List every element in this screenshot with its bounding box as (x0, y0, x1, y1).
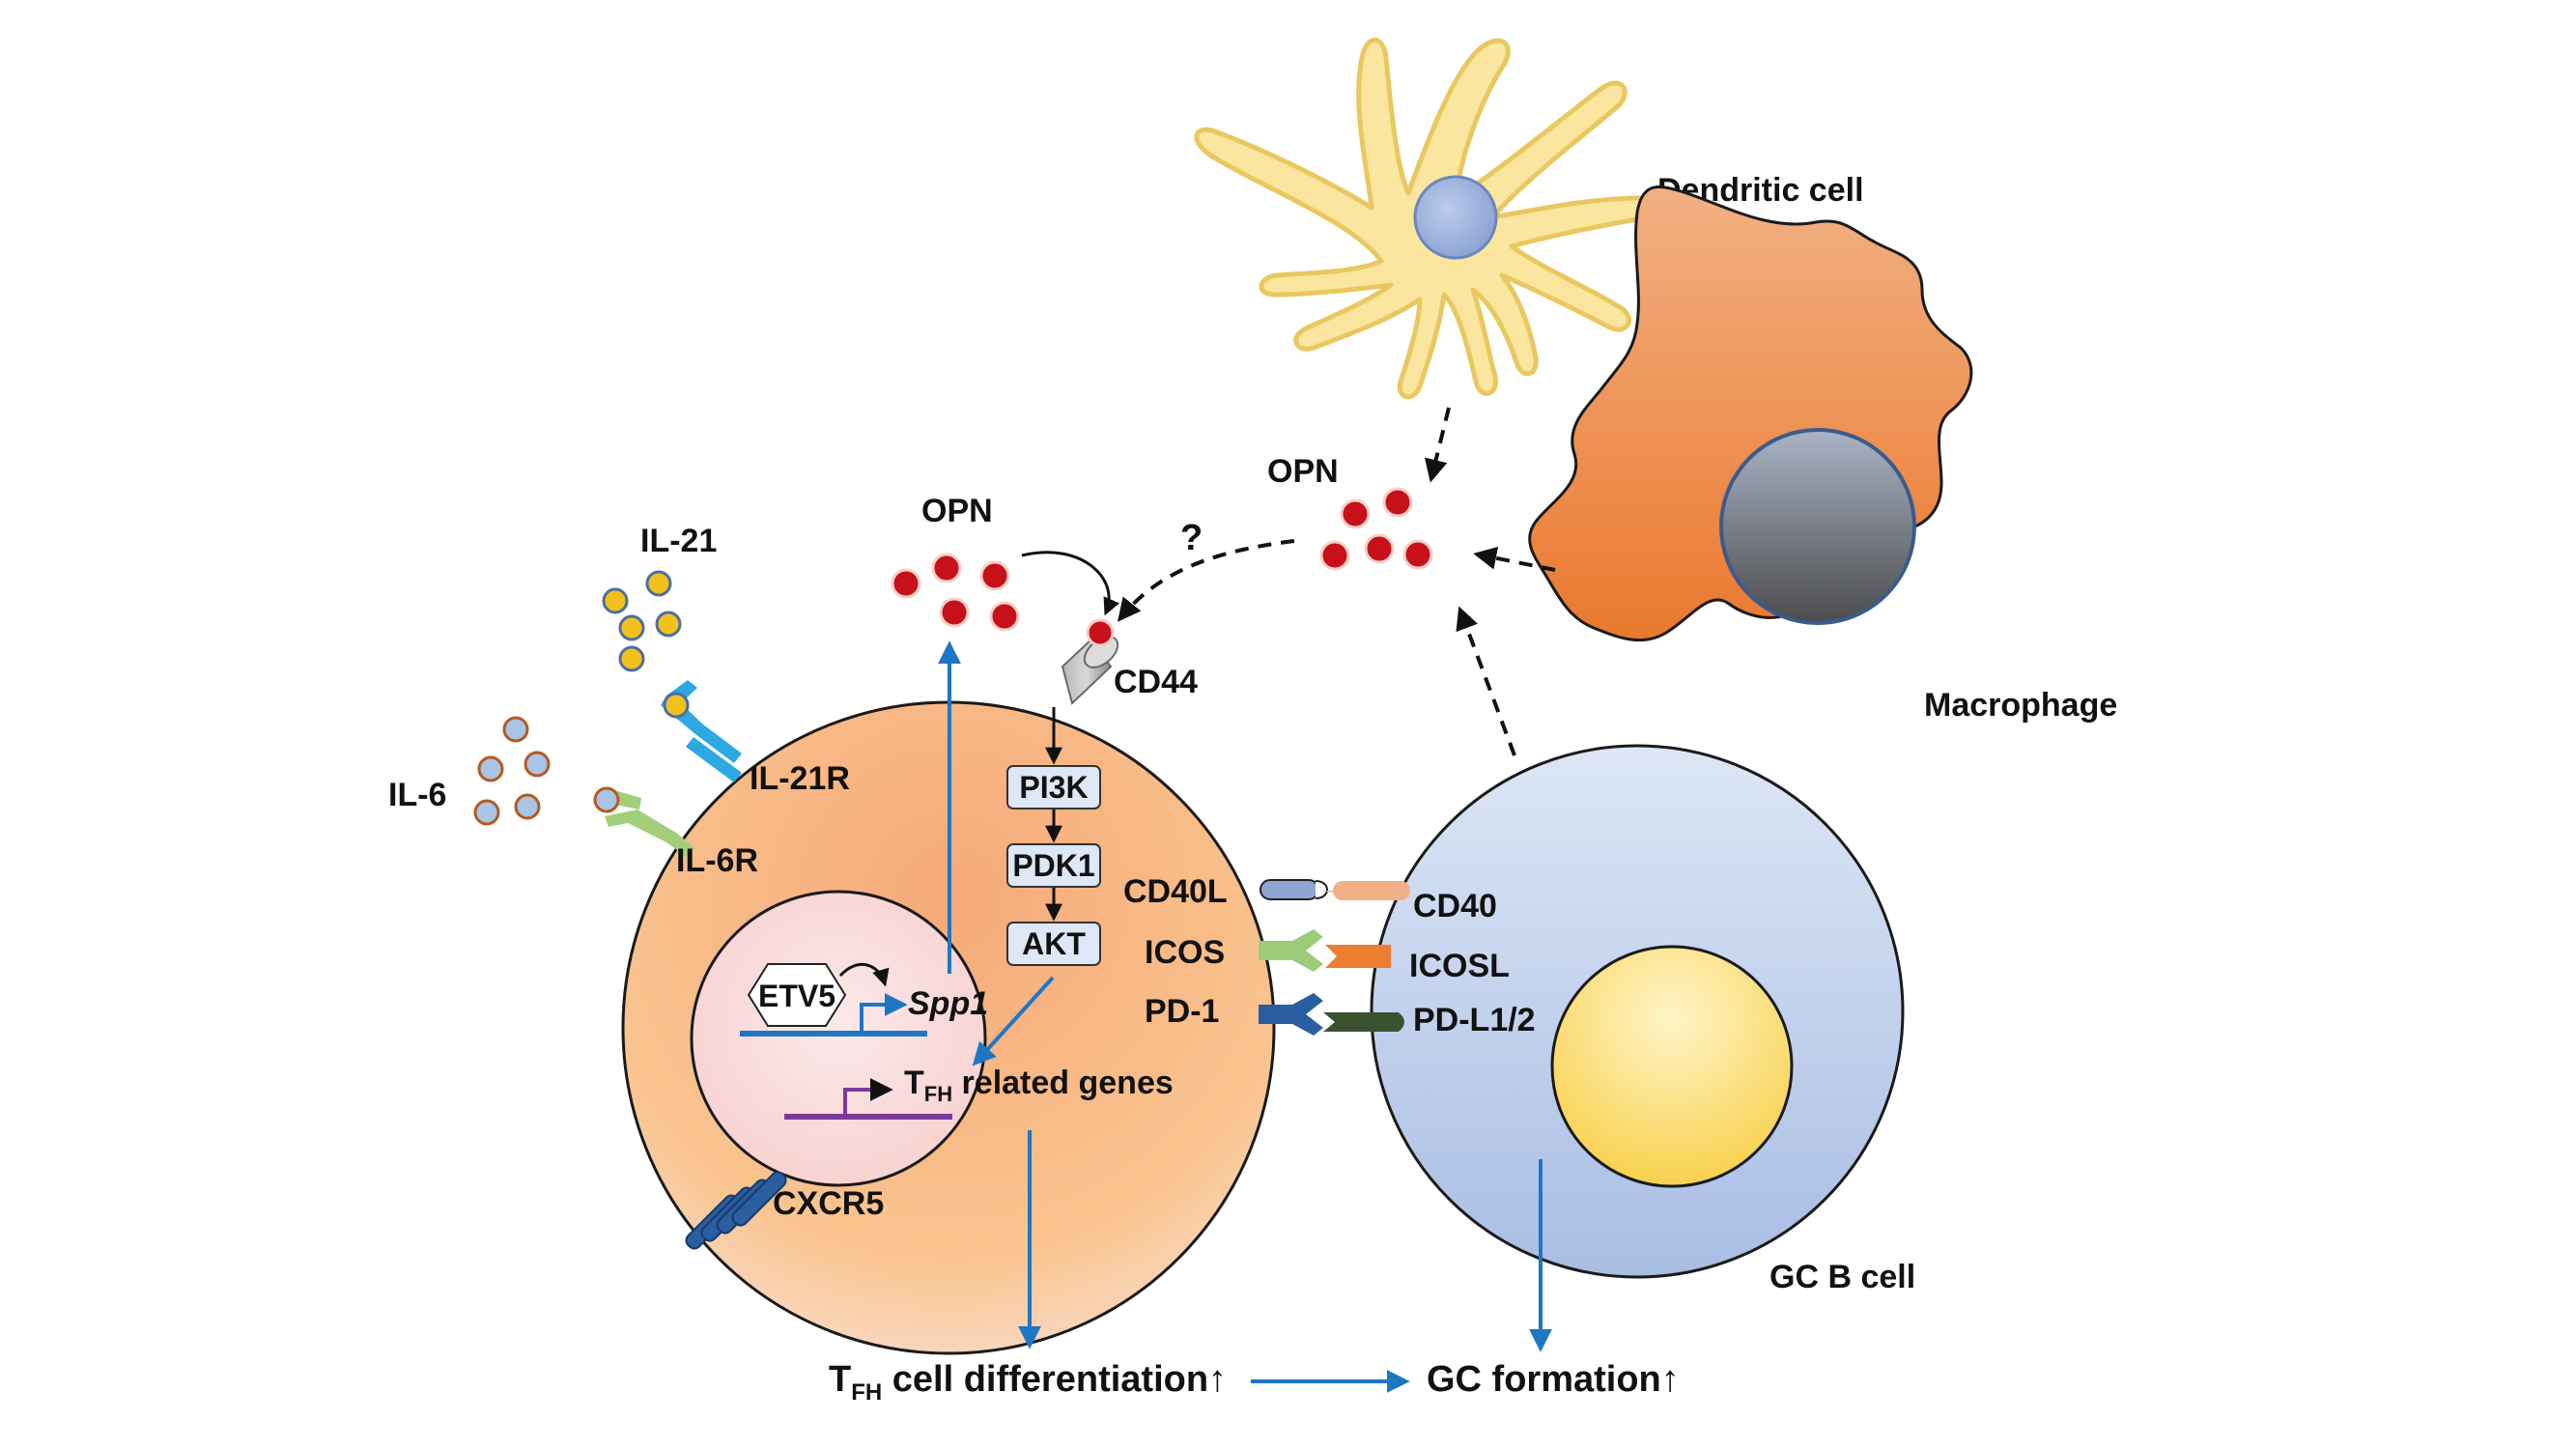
icos-label: ICOS (1145, 934, 1225, 971)
opn-right-label: OPN (1267, 453, 1339, 490)
il-21-cluster (602, 570, 682, 672)
secretion-arrows (1117, 407, 1556, 756)
cxcr5-receptor (685, 1171, 787, 1250)
il-6-label: IL-6 (388, 777, 446, 813)
pd1-label: PD-1 (1145, 993, 1219, 1030)
pi3k-box: PI3K (1006, 765, 1101, 810)
il-6r-label: IL-6R (676, 842, 758, 879)
blue-arrows (938, 640, 1552, 1393)
tfh-promoter-arrow (843, 1078, 893, 1115)
akt-box: AKT (1006, 922, 1101, 966)
svg-text:AKT: AKT (1022, 926, 1086, 961)
cxcr5-label: CXCR5 (773, 1185, 884, 1222)
gc-b-cell-label: GC B cell (1769, 1259, 1915, 1295)
cd40l-label: CD40L (1123, 873, 1228, 910)
gc-formation-label: GC formation↑ (1427, 1359, 1680, 1400)
opn-binding-arrow (1021, 551, 1120, 616)
etv5-hexagon: ETV5 (747, 963, 847, 1027)
opn-left-label: OPN (921, 493, 993, 529)
cd40l-cd40-pair (1260, 879, 1410, 900)
etv5-binding-arrow (838, 963, 890, 987)
il-6r-receptor (593, 786, 695, 858)
spp1-promoter-arrow (860, 993, 908, 1032)
cd44-receptor (1061, 618, 1119, 705)
svg-text:ETV5: ETV5 (758, 979, 835, 1013)
opn-left-cluster (891, 553, 1020, 632)
question-mark: ? (1180, 518, 1203, 558)
cd44-label: CD44 (1114, 664, 1198, 700)
tfh-nucleus (690, 890, 987, 1187)
svg-text:PDK1: PDK1 (1012, 848, 1094, 883)
pdk1-box: PDK1 (1006, 843, 1101, 888)
macrophage-label: Macrophage (1924, 687, 2117, 724)
il-6-cluster (473, 716, 551, 826)
pdl12-label: PD-L1/2 (1413, 1002, 1536, 1038)
icosl-label: ICOSL (1409, 948, 1510, 984)
svg-text:PI3K: PI3K (1019, 770, 1088, 805)
il-21r-label: IL-21R (750, 760, 850, 797)
cd40-label: CD40 (1413, 888, 1497, 924)
il-21r-receptor (661, 680, 742, 782)
macrophage-nucleus (1719, 428, 1916, 625)
gc-b-nucleus (1550, 945, 1794, 1188)
icos-icosl-pair (1259, 929, 1391, 972)
opn-right-cluster (1319, 487, 1433, 571)
tfh-related-genes-label: TFH related genes (904, 1065, 1174, 1106)
tfh-differentiation-label: TFH cell differentiation↑ (829, 1359, 1227, 1406)
pd1-pdl-pair (1259, 993, 1404, 1036)
spp1-label: Spp1 (908, 985, 988, 1022)
il-21-label: IL-21 (640, 523, 717, 559)
dendritic-nucleus (1413, 175, 1498, 260)
